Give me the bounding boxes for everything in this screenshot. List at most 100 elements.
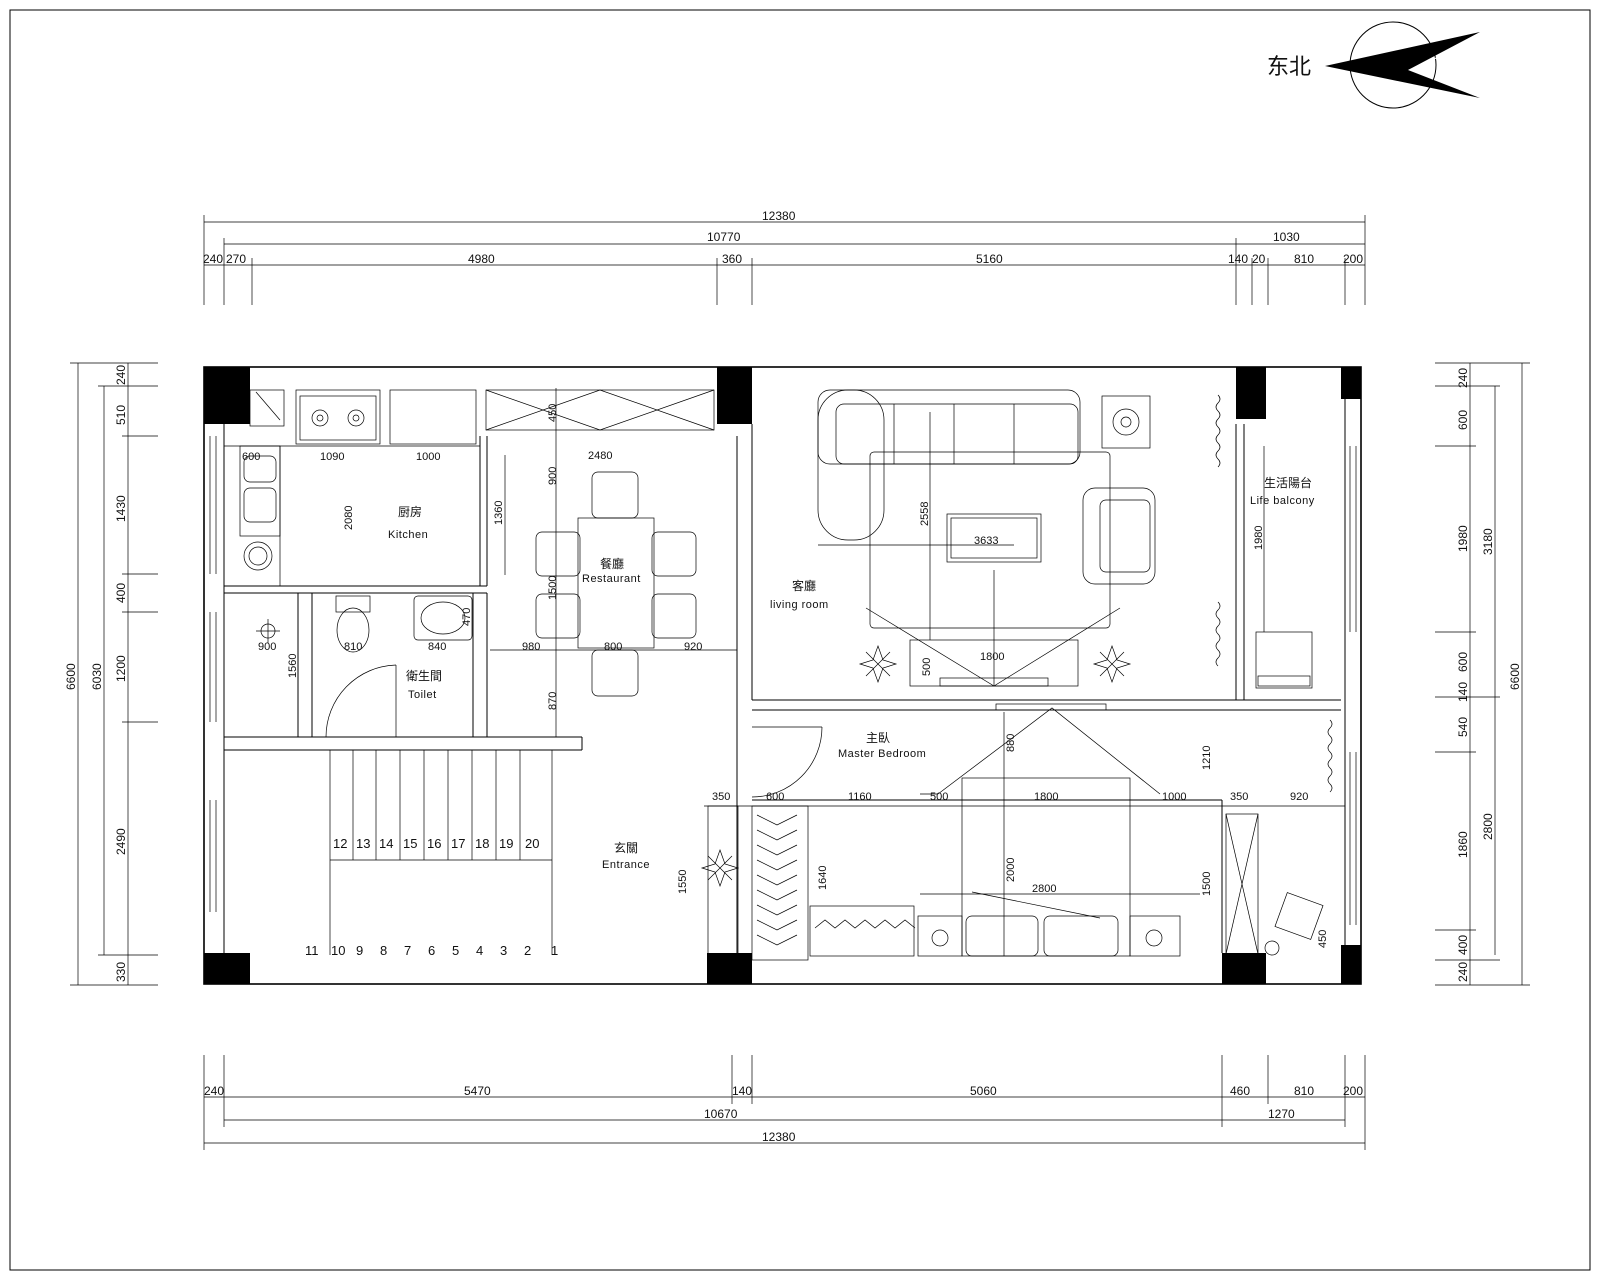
room-labels: 厨房 Kitchen 餐廳 Restaurant 客廳 living room …: [388, 475, 1314, 871]
svg-text:4: 4: [476, 943, 483, 958]
washing-machine-icon: [1255, 631, 1313, 689]
svg-text:1: 1: [551, 943, 558, 958]
dim-left-400: 400: [114, 583, 128, 603]
svg-text:16: 16: [427, 836, 441, 851]
dim-right-140: 140: [1456, 682, 1470, 702]
north-label: 东北: [1267, 54, 1311, 79]
svg-text:1550: 1550: [677, 870, 689, 894]
dim-right-600a: 600: [1456, 410, 1470, 430]
structural-columns: [204, 367, 1361, 984]
svg-text:1160: 1160: [848, 791, 872, 803]
dim-top-4980: 4980: [468, 252, 495, 266]
svg-text:20: 20: [525, 836, 539, 851]
svg-text:3633: 3633: [974, 535, 998, 547]
dim-right-400: 400: [1456, 935, 1470, 955]
dim-right-600b: 600: [1456, 652, 1470, 672]
svg-text:500: 500: [921, 658, 933, 676]
svg-text:2: 2: [524, 943, 531, 958]
svg-text:920: 920: [1290, 791, 1308, 803]
svg-text:1980: 1980: [1253, 526, 1265, 550]
svg-text:8: 8: [380, 943, 387, 958]
dim-bot-5060: 5060: [970, 1084, 997, 1098]
stair-numbers-upper: 12 13 14 15 16 17 18 19 20: [333, 836, 539, 851]
stove-icon: [299, 395, 377, 441]
dim-right-240a: 240: [1456, 368, 1470, 388]
entrance-label-en: Entrance: [602, 859, 650, 871]
svg-text:3: 3: [500, 943, 507, 958]
dim-right-total: 6600: [1508, 663, 1522, 690]
svg-text:6: 6: [428, 943, 435, 958]
dim-top-270: 270: [226, 252, 246, 266]
right-dimensions: 240 600 1980 600 140 540 1860 400 240 31…: [1435, 362, 1530, 986]
north-arrow: 东北: [1267, 21, 1480, 109]
interior-walls: [224, 424, 1341, 953]
svg-text:1500: 1500: [1201, 872, 1213, 896]
restaurant-label-cn: 餐廳: [600, 556, 624, 571]
svg-text:18: 18: [475, 836, 489, 851]
outer-walls: [203, 366, 1362, 985]
dim-left-2490: 2490: [114, 828, 128, 855]
stair-numbers-lower: 11 10 9 8 7 6 5 4 3 2 1: [305, 943, 558, 958]
coffee-table: [946, 513, 1042, 563]
dim-left-330: 330: [114, 962, 128, 982]
svg-text:10: 10: [331, 943, 345, 958]
dim-right-540: 540: [1456, 717, 1470, 737]
svg-text:12: 12: [333, 836, 347, 851]
living-label-cn: 客廳: [792, 578, 816, 593]
dim-top-360: 360: [722, 252, 742, 266]
svg-text:350: 350: [1230, 791, 1248, 803]
sink-icon: [243, 455, 277, 483]
entrance-door: [704, 726, 1345, 807]
svg-text:2800: 2800: [1032, 883, 1056, 895]
svg-text:19: 19: [499, 836, 513, 851]
svg-text:600: 600: [766, 791, 784, 803]
dim-bot-total: 12380: [762, 1130, 796, 1144]
dim-right-1860: 1860: [1456, 831, 1470, 858]
svg-text:1640: 1640: [817, 866, 829, 890]
dim-right-2800: 2800: [1481, 813, 1495, 840]
svg-text:450: 450: [1317, 930, 1329, 948]
svg-text:500: 500: [930, 791, 948, 803]
dim-bot-810: 810: [1294, 1084, 1314, 1098]
washer-icon: [243, 541, 273, 571]
dim-bot-1270: 1270: [1268, 1107, 1295, 1121]
svg-text:470: 470: [461, 608, 473, 626]
dim-bot-5470: 5470: [464, 1084, 491, 1098]
svg-text:2000: 2000: [1005, 858, 1017, 882]
master-label-cn: 主臥: [866, 731, 890, 745]
top-dimensions: 12380 10770 1030 240 270 4980 360 5160 1…: [203, 209, 1366, 305]
left-dimensions: 6600 6030 240 510 1430 400 1200 2490 330: [64, 362, 158, 986]
svg-text:2558: 2558: [919, 502, 931, 526]
dim-right-3180: 3180: [1481, 528, 1495, 555]
bottom-dimensions: 240 5470 140 5060 460 810 200 10670 1270…: [203, 1055, 1366, 1150]
svg-text:1800: 1800: [1034, 791, 1058, 803]
svg-text:17: 17: [451, 836, 465, 851]
kitchen-fixtures: [224, 389, 480, 586]
dim-right-1980: 1980: [1456, 525, 1470, 552]
svg-text:15: 15: [403, 836, 417, 851]
dim-top-200: 200: [1343, 252, 1363, 266]
living-room-furniture: [817, 389, 1156, 687]
dim-top-1030: 1030: [1273, 230, 1300, 244]
balcony-label-cn: 生活陽台: [1264, 475, 1312, 490]
staircase: [329, 750, 553, 955]
dim-top-20: 20: [1252, 252, 1266, 266]
toilet-fixtures: [256, 595, 473, 738]
svg-text:5: 5: [452, 943, 459, 958]
svg-text:920: 920: [684, 641, 702, 653]
rug: [869, 451, 1111, 629]
interior-dimensions: 600 1090 1000 2080 1360 2480 450 900 150…: [242, 404, 1329, 948]
dim-bot-10670: 10670: [704, 1107, 738, 1121]
dim-top-240: 240: [203, 252, 223, 266]
svg-text:13: 13: [356, 836, 370, 851]
sofa-icon: [817, 389, 1081, 465]
svg-text:1560: 1560: [287, 654, 299, 678]
compass-pointer-icon: [1325, 32, 1480, 98]
svg-text:9: 9: [356, 943, 363, 958]
dim-top-140: 140: [1228, 252, 1248, 266]
svg-text:1800: 1800: [980, 651, 1004, 663]
balcony-fixtures: [1215, 394, 1333, 793]
dim-top-total: 12380: [762, 209, 796, 223]
dim-top-10770: 10770: [707, 230, 741, 244]
drawing-frame: [9, 9, 1591, 1271]
